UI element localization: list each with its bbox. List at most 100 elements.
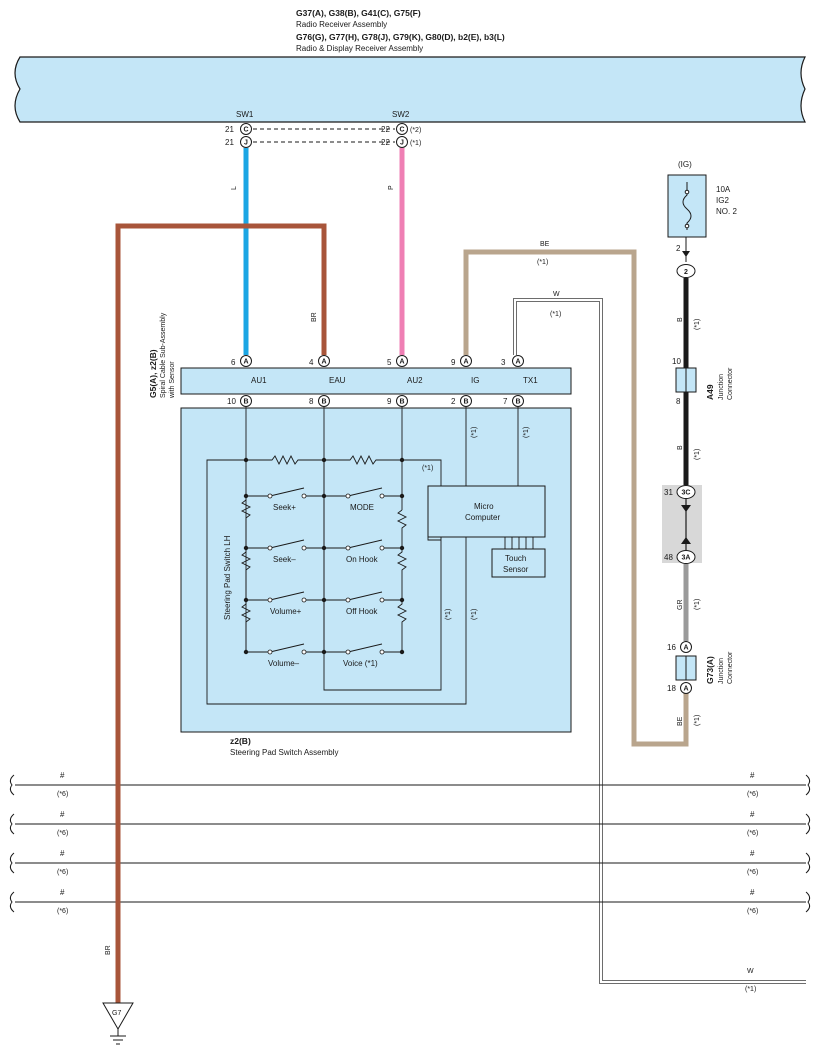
connector-pin [676,485,696,499]
spiral-name-2: with Sensor [169,361,176,399]
wire-label-br-ground: BR [105,945,112,955]
bus-line: # (*6) # (*6) [9,810,811,837]
wire-note-gr: (*1) [694,599,701,610]
sw1-label: SW1 [236,110,254,119]
connector-pin [396,136,408,148]
pin-conn: J [400,140,404,147]
connector-pin [676,550,696,564]
switch-assembly-name: Steering Pad Switch Assembly [230,748,339,757]
spiral-top-pin: 3 A TX1 [501,355,538,385]
ground-triangle [102,1002,134,1031]
svg-text:A: A [243,359,248,366]
connector-3c: 3C [682,490,691,497]
bus-line: # (*6) # (*6) [9,849,811,876]
fuse-icon [682,182,692,230]
wire-label-pink: P [388,185,395,190]
fuse-name: IG2 [716,196,729,205]
wire-note-b: (*1) [694,319,701,330]
wire-note-w-bottom: (*1) [745,986,756,993]
connector-pin [240,123,252,135]
receiver-name-2: Radio & Display Receiver Assembly [296,44,423,53]
g73-code: G73(A) [705,656,715,684]
receiver-codes-1: G37(A), G38(B), G41(C), G75(F) [296,8,421,18]
connector-3c-num: 31 [664,488,673,497]
wire-note-b: (*1) [694,449,701,460]
spiral-bottom-pin: 9 B [387,395,408,407]
wire-note-w: (*1) [550,311,561,318]
svg-text:5: 5 [387,358,392,367]
a49-top-pin: 10 [672,357,681,366]
switch-label: Volume+ [270,607,302,616]
svg-text:9: 9 [387,397,392,406]
svg-text:(*6): (*6) [747,869,758,876]
inner-note: (*1) [445,609,452,620]
svg-text:TX1: TX1 [523,376,538,385]
fuse-amp: 10A [716,185,731,194]
svg-text:A: A [399,359,404,366]
sw2-label: SW2 [392,110,410,119]
connector-3a: 3A [682,555,691,562]
fuse-num: NO. 2 [716,207,737,216]
g73-name: Junction [718,658,725,684]
arrow-up-icon [681,537,691,544]
wire-label-be-bottom: BE [677,716,684,726]
svg-text:#: # [60,771,65,780]
svg-text:A: A [515,359,520,366]
wire-label-gr: GR [677,600,684,611]
g73-top-conn: A [683,645,688,652]
connector-3a-num: 48 [664,553,673,562]
svg-text:A: A [463,359,468,366]
bus-line: # (*6) # (*6) [9,771,811,798]
svg-text:(*6): (*6) [57,791,68,798]
switch-label: On Hook [346,555,379,564]
connector-top-pin: 2 [684,269,688,276]
svg-text:B: B [515,399,520,406]
a49-name: Junction [718,374,725,400]
ground-label: G7 [112,1010,121,1017]
connector-pin [240,136,252,148]
bus-line: # (*6) # (*6) [9,888,811,915]
svg-text:#: # [60,810,65,819]
micro-computer-block [427,485,546,538]
receiver-assembly-block [14,56,806,123]
svg-text:(*6): (*6) [57,869,68,876]
arrow-down-icon [681,505,691,512]
touch-sensor-block [491,548,546,578]
wire-label-blue: L [231,186,238,190]
spiral-top-pin: 6 A AU1 [231,355,267,385]
pin-num: 21 [225,138,234,147]
switch-internal-wiring [206,407,534,705]
svg-text:(*6): (*6) [57,908,68,915]
micro-computer-label: Computer [465,513,500,522]
svg-text:IG: IG [471,376,479,385]
spiral-top-pin: 5 A AU2 [387,355,423,385]
wire-label-w-bottom: W [747,968,754,975]
connector-pin [680,641,692,653]
g73-name: Connector [727,651,734,684]
g73-bottom-conn: A [683,686,688,693]
wire-label-b: B [677,317,684,322]
svg-text:4: 4 [309,358,314,367]
switch-label: Voice (*1) [343,659,378,668]
svg-text:(*6): (*6) [747,830,758,837]
spiral-bottom-pin: 7 B [503,395,524,407]
switch-label: Seek– [273,555,296,564]
svg-text:B: B [463,399,468,406]
wire-label-w: W [553,291,560,298]
spiral-top-pin: 4 A EAU [309,355,346,385]
tx1-note: (*1) [523,427,530,438]
wire-label-br: BR [311,312,318,322]
pin-note: (*1) [410,140,421,147]
spiral-bottom-pin: 2 B [451,395,472,407]
a49-name: Connector [727,367,734,400]
wire-beige [463,249,689,747]
g73-bottom-num: 18 [667,684,676,693]
a49-bottom-pin: 8 [676,397,681,406]
connector-pin [676,264,696,278]
micro-computer-label: Micro [474,502,494,511]
svg-text:(*6): (*6) [747,791,758,798]
svg-text:(*6): (*6) [747,908,758,915]
inner-note: (*1) [471,609,478,620]
pin-num: 21 [225,125,234,134]
